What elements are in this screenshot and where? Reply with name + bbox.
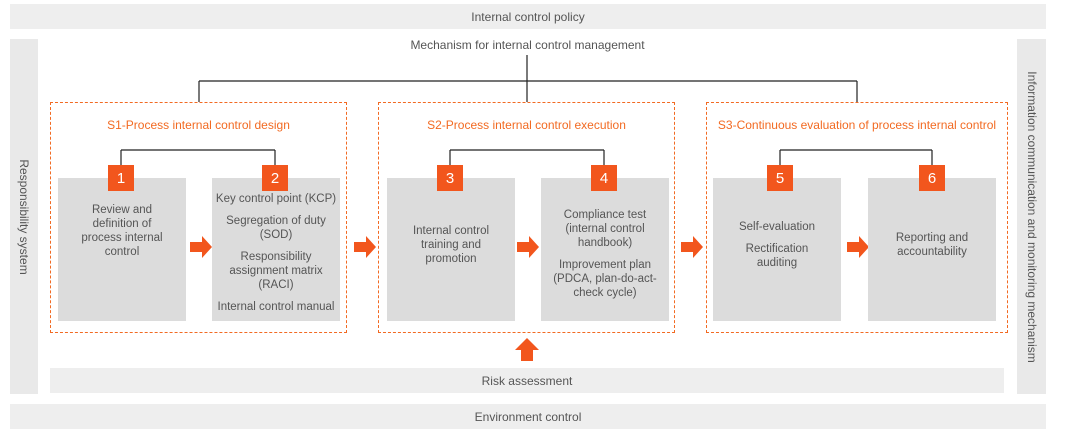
environment-control-label: Environment control [474, 409, 582, 424]
step-1-badge: 1 [108, 165, 134, 191]
information-monitoring-band: Information communication and monitoring… [1017, 39, 1046, 394]
arrow-right-icon [190, 236, 212, 258]
arrow-right-icon [354, 236, 376, 258]
stage-s3: S3-Continuous evaluation of process inte… [706, 102, 1008, 333]
step-card-5: Self-evaluation Rectification auditing [713, 178, 841, 321]
step-2-line-2: Segregation of duty (SOD) [226, 215, 326, 241]
mechanism-title: Mechanism for internal control managemen… [300, 38, 755, 52]
step-5-badge: 5 [767, 165, 793, 191]
step-card-1: Review and definition of process interna… [58, 178, 186, 321]
mechanism-label: Mechanism for internal control managemen… [410, 38, 645, 52]
arrow-right-icon [517, 236, 539, 258]
step-4-line-2: Improvement plan (PDCA, plan-do-act-chec… [553, 259, 657, 299]
internal-control-policy-label: Internal control policy [471, 9, 585, 24]
responsibility-system-band: Responsibility system [10, 39, 38, 394]
risk-assessment-label: Risk assessment [481, 373, 573, 388]
step-2-badge: 2 [262, 165, 288, 191]
step-card-3: Internal control training and promotion [387, 178, 515, 321]
stage-s2: S2-Process internal control execution [378, 102, 675, 333]
step-3-text: Internal control training and promotion [412, 224, 490, 265]
stage-s2-title: S2-Process internal control execution [427, 118, 626, 132]
step-card-6: Reporting and accountability [868, 178, 996, 321]
step-card-2: Key control point (KCP) Segregation of d… [212, 178, 340, 321]
step-4-badge: 4 [591, 165, 617, 191]
step-2-line-3: Responsibility assignment matrix (RACI) [229, 251, 323, 291]
step-4-line-1: Compliance test (internal control handbo… [563, 209, 647, 249]
step-card-4: Compliance test (internal control handbo… [541, 178, 669, 321]
step-5-line-2: Rectification auditing [745, 242, 809, 269]
internal-control-policy-band: Internal control policy [10, 4, 1046, 29]
step-6-text: Reporting and accountability [895, 231, 969, 258]
step-1-text: Review and definition of process interna… [81, 203, 163, 258]
step-2-line-1: Key control point (KCP) [215, 193, 337, 205]
stage-s3-title: S3-Continuous evaluation of process inte… [717, 118, 997, 132]
arrow-right-icon [681, 236, 703, 258]
risk-assessment-band: Risk assessment [50, 368, 1004, 393]
arrow-up-icon [515, 338, 539, 361]
stage-s1-title: S1-Process internal control design [107, 118, 290, 132]
stage-s1: S1-Process internal control design [50, 102, 347, 333]
step-2-line-4: Internal control manual [217, 301, 335, 313]
step-3-badge: 3 [437, 165, 463, 191]
step-6-badge: 6 [919, 165, 945, 191]
step-5-line-1: Self-evaluation [738, 220, 816, 233]
environment-control-band: Environment control [10, 404, 1046, 429]
arrow-right-icon [847, 236, 869, 258]
